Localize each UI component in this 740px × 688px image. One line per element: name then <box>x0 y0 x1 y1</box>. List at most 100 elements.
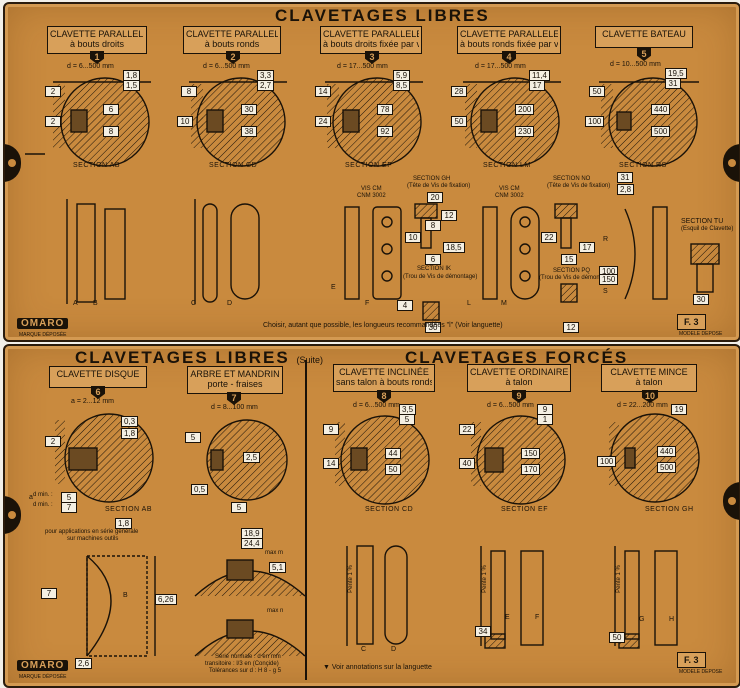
card-8-d2: 50 <box>385 464 401 475</box>
letter-a: A <box>73 300 78 307</box>
b-letter-c: C <box>361 646 367 653</box>
card-8-range: d = 6...500 mm <box>353 402 400 409</box>
card-3-badge: 3 <box>365 51 379 64</box>
section-no: SECTION NO <box>553 176 591 182</box>
right-slide-notch-bottom[interactable] <box>723 482 739 520</box>
num-2-8: 2,8 <box>617 184 635 195</box>
num-8: 8 <box>425 220 441 231</box>
card-1-d2: 8 <box>103 126 119 137</box>
card-4-d2: 230 <box>515 126 535 137</box>
card-7-m: 5,1 <box>269 562 287 573</box>
card-2-range: d = 6...500 mm <box>203 63 250 70</box>
num-12b: 12 <box>563 322 579 333</box>
b-letter-f: F <box>535 614 540 621</box>
arbre-max-n: max n <box>267 608 284 614</box>
disc-val-626: 6,26 <box>155 594 177 605</box>
card-5-b: 100 <box>585 116 605 127</box>
num-10: 10 <box>405 232 421 243</box>
bottom-title-left: CLAVETAGES LIBRES (Suite) <box>75 348 323 367</box>
letter-l: L <box>467 300 471 307</box>
section-ik-note: (Trou de Vis de démontage) <box>403 274 478 280</box>
card-3-d2: 92 <box>377 126 393 137</box>
section-pq: SECTION PQ <box>553 268 591 274</box>
card-7-c: 0,5 <box>191 484 209 495</box>
bottom-footnote: ▼ Voir annotations sur la languette <box>323 664 432 671</box>
card-1-section: SECTION AB <box>73 162 121 169</box>
card-2-a: 8 <box>181 86 197 97</box>
card-1-d1: 6 <box>103 104 119 115</box>
card-3-range: d = 17...500 mm <box>337 63 388 70</box>
letter-r: R <box>603 236 609 243</box>
left-slide-notch-bottom[interactable] <box>5 496 21 534</box>
pente-2: Pente 1 % <box>481 565 488 593</box>
card-1-badge: 1 <box>90 51 104 64</box>
card-9-section: SECTION EF <box>501 506 549 513</box>
right-slide-notch[interactable] <box>723 144 739 182</box>
num-22: 22 <box>541 232 557 243</box>
card-6-t2: 7 <box>61 502 77 513</box>
left-slide-notch[interactable] <box>5 144 21 182</box>
card-3-k: 8,5 <box>393 80 411 91</box>
card-10-badge: 10 <box>642 390 658 403</box>
card-5-range: d = 10...500 mm <box>610 61 661 68</box>
card-2-d1: 30 <box>241 104 257 115</box>
section-pq-note: (Trou de Vis de démontage) <box>539 275 614 281</box>
card-5-d2: 500 <box>651 126 671 137</box>
card-2-badge: 2 <box>226 51 240 64</box>
bottom-title-right: CLAVETAGES FORCÉS <box>405 348 629 367</box>
card-6-range: a = 2...12 mm <box>71 398 114 405</box>
card-7-h: 2,5 <box>243 452 261 463</box>
card-1-a: 2 <box>45 86 61 97</box>
card-6-section: SECTION AB <box>105 506 153 513</box>
b-letter-a: a <box>29 494 33 501</box>
b-letter-bb: B <box>123 592 128 599</box>
card-9-badge: 9 <box>512 390 526 403</box>
bottom-logo-sub: MARQUE DÉPOSÉE <box>19 674 67 680</box>
card-5-a: 50 <box>589 86 605 97</box>
card-10-section: SECTION GH <box>645 506 694 513</box>
card-5-k: 31 <box>665 78 681 89</box>
vis-label-1: VIS CM <box>361 186 382 192</box>
card-9-d2: 170 <box>521 464 541 475</box>
bottom-code: F. 3 <box>677 652 706 668</box>
card-1-b: 2 <box>45 116 61 127</box>
card-3-d1: 78 <box>377 104 393 115</box>
num-18-5: 18,5 <box>443 242 465 253</box>
num-31: 31 <box>617 172 633 183</box>
section-tu-note: (Esquil de Clavette) <box>681 226 734 232</box>
arbre-max-m: max m <box>265 550 283 556</box>
disc-val-g: 7 <box>41 588 57 599</box>
vis-label-3: VIS CM <box>499 186 520 192</box>
card-10-d1: 440 <box>657 446 677 457</box>
num-30a: 30 <box>425 322 441 333</box>
card-8-section: SECTION CD <box>365 506 414 513</box>
section-ik: SECTION IK <box>417 266 452 272</box>
b-val-50: 50 <box>609 632 625 643</box>
card-4-d1: 200 <box>515 104 535 115</box>
card-2-b: 10 <box>177 116 193 127</box>
vis-label-2: CNM 3002 <box>357 193 386 199</box>
vis-label-4: CNM 3002 <box>495 193 524 199</box>
card-4-range: d = 17...500 mm <box>475 63 526 70</box>
card-9-d1: 150 <box>521 448 541 459</box>
num-15: 15 <box>561 254 577 265</box>
card-5-badge: 5 <box>637 48 651 61</box>
pente-1: Pente 1 % <box>347 565 354 593</box>
arbre-note-3: Tolérances sur d : H 8 - g 5 <box>209 668 282 674</box>
b-letter-e: E <box>505 614 510 621</box>
letter-c: C <box>191 300 197 307</box>
top-code: F. 3 <box>677 314 706 330</box>
card-4-b: 50 <box>451 116 467 127</box>
top-omaro-logo: OMARO <box>17 318 69 329</box>
num-150: 150 <box>599 274 619 285</box>
card-7-b: 5 <box>231 502 247 513</box>
top-logo-sub: MARQUE DÉPOSÉE <box>19 332 67 338</box>
card-6-a: 2 <box>45 436 61 447</box>
card-3-b: 24 <box>315 116 331 127</box>
